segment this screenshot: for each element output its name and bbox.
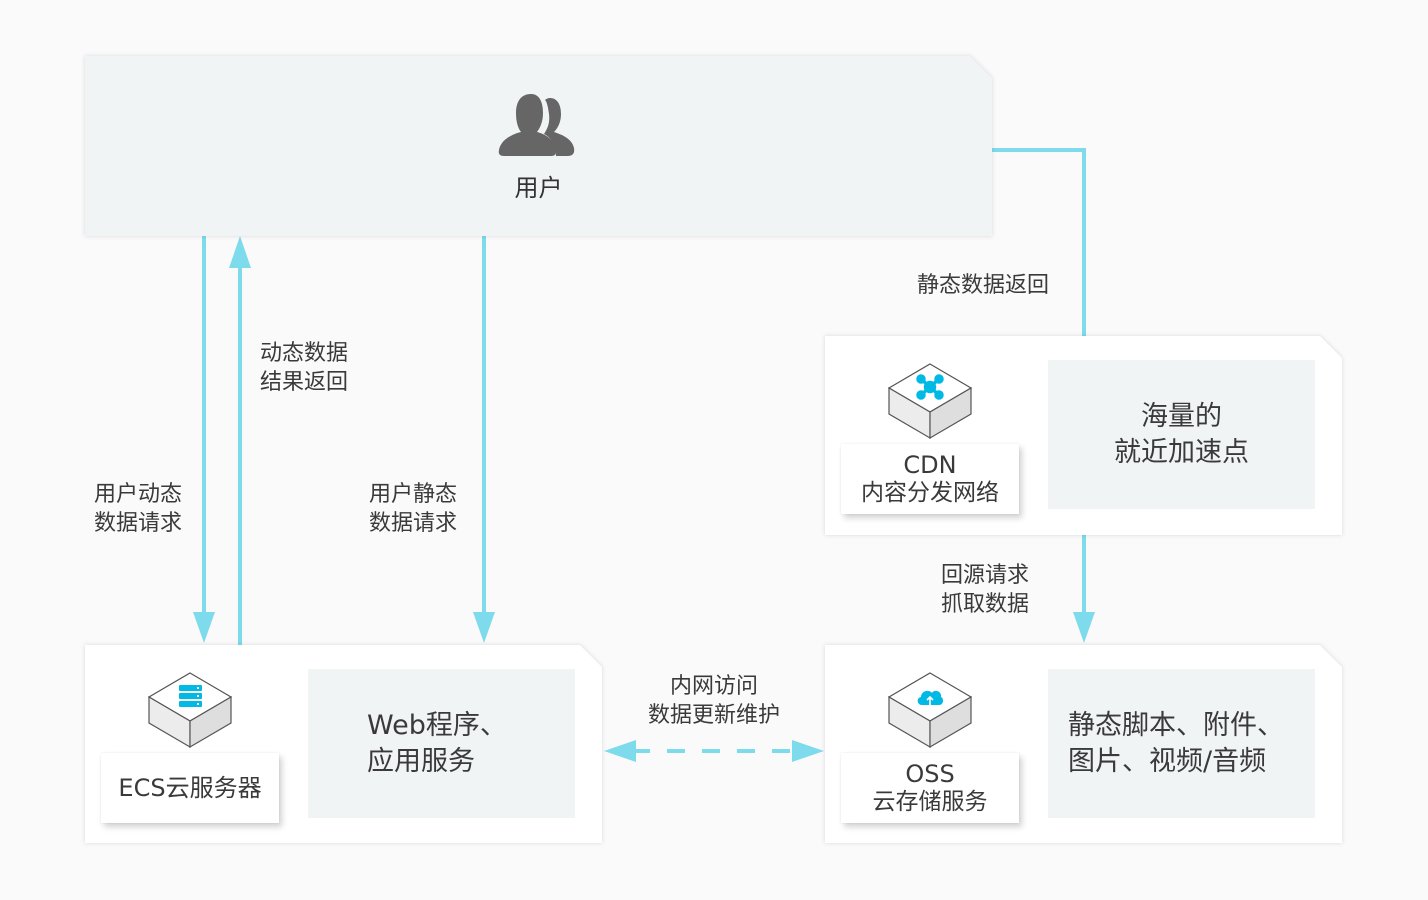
edge-label-line: 静态数据返回 bbox=[917, 273, 1050, 298]
cdn-description: 海量的 就近加速点 bbox=[1048, 360, 1315, 509]
ecs-title: ECS云服务器 bbox=[118, 774, 262, 802]
arrowhead-left-ecs bbox=[604, 740, 636, 762]
oss-subtitle: 云存储服务 bbox=[872, 789, 988, 815]
ecs-description-line: 应用服务 bbox=[367, 745, 475, 777]
arrowhead-down-ecs-dynamic bbox=[193, 612, 215, 643]
ecs-node: ECS云服务器 Web程序、 应用服务 bbox=[85, 645, 602, 843]
user-label: 用户 bbox=[514, 174, 563, 202]
oss-description: 静态脚本、附件、 图片、视频/音频 bbox=[1048, 669, 1315, 818]
edge-label-line: 数据更新维护 bbox=[647, 703, 780, 728]
network-node-icon bbox=[887, 363, 973, 440]
oss-description-line: 静态脚本、附件、 bbox=[1068, 709, 1284, 741]
edge-label-line: 数据请求 bbox=[369, 511, 458, 536]
edge-label-line: 动态数据 bbox=[260, 341, 349, 366]
ecs-description: Web程序、 应用服务 bbox=[308, 669, 575, 818]
oss-description-line: 图片、视频/音频 bbox=[1068, 745, 1267, 777]
arrowhead-down-oss bbox=[1073, 612, 1095, 643]
edge-label-dynamic-result: 动态数据 结果返回 bbox=[260, 339, 348, 397]
user-node: 用户 bbox=[85, 56, 992, 236]
arrowhead-right-oss bbox=[792, 740, 824, 762]
edge-label-line: 抓取数据 bbox=[941, 592, 1030, 617]
edge-label-line: 用户静态 bbox=[369, 482, 458, 507]
edge-label-dynamic-request: 用户动态 数据请求 bbox=[94, 480, 182, 538]
ecs-description-line: Web程序、 bbox=[367, 709, 507, 741]
cloud-upload-icon bbox=[887, 672, 973, 749]
cdn-node: CDN 内容分发网络 海量的 就近加速点 bbox=[825, 336, 1342, 535]
edge-label-line: 回源请求 bbox=[941, 563, 1030, 588]
ecs-name-card: ECS云服务器 bbox=[101, 753, 279, 823]
arrowhead-up-user bbox=[229, 236, 251, 268]
users-icon bbox=[498, 94, 575, 156]
edge-label-line: 用户动态 bbox=[94, 482, 183, 507]
cdn-description-line: 就近加速点 bbox=[1114, 436, 1249, 468]
edge-label-line: 内网访问 bbox=[669, 674, 758, 699]
edge-label-origin-fetch: 回源请求 抓取数据 bbox=[941, 561, 1029, 619]
edge-label-line: 结果返回 bbox=[260, 370, 349, 395]
server-stack-icon bbox=[147, 672, 233, 749]
arrowhead-down-ecs-static bbox=[473, 612, 495, 643]
edge-label-static-return: 静态数据返回 bbox=[917, 271, 1049, 300]
cdn-name-card: CDN 内容分发网络 bbox=[841, 444, 1019, 514]
oss-title: OSS bbox=[905, 760, 955, 788]
cdn-description-line: 海量的 bbox=[1141, 400, 1222, 432]
edge-label-static-request: 用户静态 数据请求 bbox=[369, 480, 457, 538]
cdn-subtitle: 内容分发网络 bbox=[861, 480, 999, 506]
edge-label-line: 数据请求 bbox=[94, 511, 183, 536]
edge-label-intranet: 内网访问 数据更新维护 bbox=[632, 672, 796, 730]
edge-static-return-line bbox=[992, 148, 1086, 336]
oss-name-card: OSS 云存储服务 bbox=[841, 753, 1019, 823]
cdn-title: CDN bbox=[903, 451, 957, 479]
oss-node: OSS 云存储服务 静态脚本、附件、 图片、视频/音频 bbox=[825, 645, 1342, 843]
